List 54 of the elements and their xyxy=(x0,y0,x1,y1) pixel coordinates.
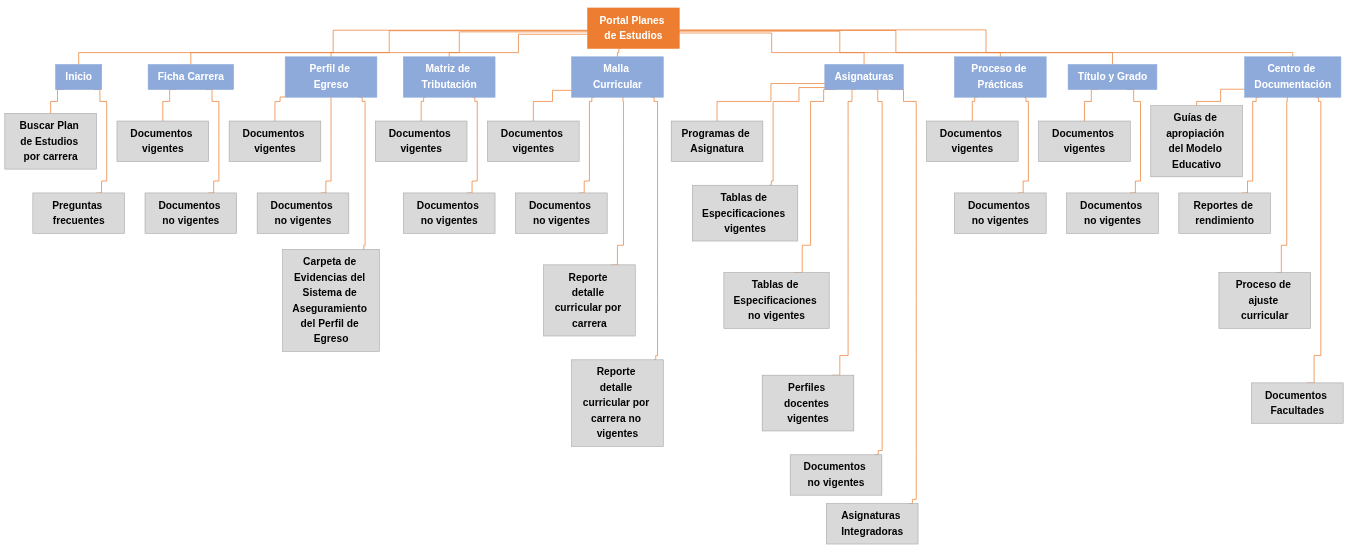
node-box: Título y Grado xyxy=(1067,64,1158,90)
node-box: Documentos no vigentes xyxy=(954,192,1047,234)
node-box: Guías de apropiación del Modelo Educativo xyxy=(1150,105,1243,178)
connector xyxy=(274,96,286,122)
node-box: Centro de Documentación xyxy=(1244,56,1342,98)
node-box: Documentos no vigentes xyxy=(403,192,496,234)
connector xyxy=(1196,88,1246,106)
node-box: Documentos vigentes xyxy=(487,120,580,162)
node-box: Documentos no vigentes xyxy=(1066,192,1159,234)
node-box: Documentos vigentes xyxy=(116,120,209,162)
node-box: Preguntas frecuentes xyxy=(32,192,125,234)
connector xyxy=(533,89,572,122)
connector xyxy=(971,96,978,122)
node-box: Carpeta de Evidencias del Sistema de Aseguramiento del Perfil de Egreso xyxy=(282,249,380,352)
node-box: Documentos no vigentes xyxy=(515,192,608,234)
node-box: Documentos vigentes xyxy=(926,120,1019,162)
connector xyxy=(190,30,588,65)
node-box: Tablas de Especificaciones vigentes xyxy=(692,184,799,242)
node-box: Documentos no vigentes xyxy=(144,192,237,234)
connector xyxy=(650,96,658,361)
node-box: Buscar Plan de Estudios por carrera xyxy=(4,113,97,170)
node-box: Programas de Asignatura xyxy=(670,120,764,162)
node-box: Tablas de Especificaciones no vigentes xyxy=(723,272,830,329)
connector xyxy=(448,33,588,58)
connector xyxy=(617,48,621,58)
node-box: Inicio xyxy=(55,64,102,90)
node-box: Perfiles docentes vigentes xyxy=(761,374,855,432)
connector xyxy=(678,30,1001,58)
node-box: Asignaturas xyxy=(824,64,904,90)
node-box: Proceso de ajuste curricular xyxy=(1218,272,1311,329)
node-box: Documentos vigentes xyxy=(375,120,468,162)
connector xyxy=(330,31,588,58)
node-box: Perfil de Egreso xyxy=(284,56,378,98)
node-box: Proceso de Prácticas xyxy=(954,56,1047,98)
connector xyxy=(716,83,826,122)
connector xyxy=(678,32,865,65)
node-box: Reporte detalle curricular por carrera no vigentes xyxy=(571,359,664,447)
connector xyxy=(769,87,826,186)
connector xyxy=(678,29,1294,58)
node-box: Documentos vigentes xyxy=(228,120,322,162)
node-box: Matriz de Tributación xyxy=(403,56,496,98)
node-box: Asignaturas Integradoras xyxy=(826,503,919,545)
node-box: Reporte detalle curricular por carrera xyxy=(543,264,636,337)
node-box: Documentos no vigentes xyxy=(789,454,883,496)
connector xyxy=(678,30,1113,65)
node-box: Documentos vigentes xyxy=(1038,120,1131,162)
node-box: Reportes de rendimiento xyxy=(1178,192,1271,234)
node-box: Portal Planes de Estudios xyxy=(587,7,680,49)
node-box: Ficha Carrera xyxy=(147,64,234,90)
node-box: Documentos Facultades xyxy=(1251,382,1344,424)
node-box: Documentos no vigentes xyxy=(256,192,350,234)
node-box: Malla Curricular xyxy=(571,56,664,98)
connector xyxy=(78,29,588,65)
connector xyxy=(420,96,427,122)
